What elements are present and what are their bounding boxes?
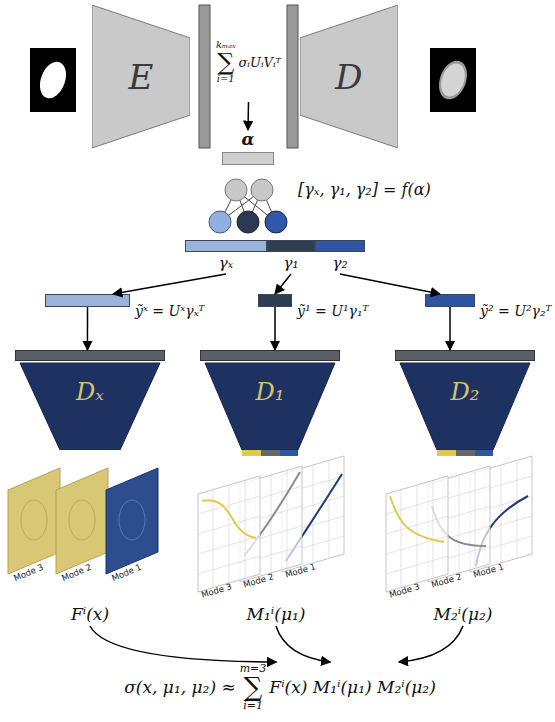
- gamma-name: γ₂: [315, 254, 365, 272]
- encoder-block: E: [92, 5, 190, 148]
- plot-panel: [198, 476, 260, 592]
- decoder-input-bar: [201, 351, 340, 361]
- mode-decoder: Dₓ: [15, 350, 165, 450]
- function-name: M₁ⁱ(μ₁): [247, 604, 306, 624]
- function-name: M₂ⁱ(μ₂): [434, 604, 493, 624]
- trapezoid-shape: [92, 5, 190, 148]
- trapezoid-shape: [20, 363, 160, 450]
- projection-bar: ỹ² = U²γ₂ᵀ: [425, 294, 475, 307]
- mode-function-label: Fⁱ(x): [55, 602, 125, 626]
- sum-symbol: ∑: [217, 50, 234, 74]
- mode-strip: [280, 450, 298, 456]
- sum-limit: m=3: [240, 663, 267, 674]
- latent-code-name: α: [222, 130, 274, 148]
- sum-symbol: ∑: [244, 674, 263, 700]
- mode-strip: [242, 450, 261, 456]
- arrow-connector: [87, 307, 89, 350]
- mode-plot: [198, 476, 260, 592]
- arrow-connector: [275, 274, 291, 294]
- decoder-name: D₂: [395, 378, 535, 406]
- mode-function-label: M₁ⁱ(μ₁): [236, 602, 316, 626]
- gamma-segment-fill: [267, 240, 315, 252]
- spatial-mode-plane: [106, 468, 158, 574]
- function-name: Fⁱ(x): [71, 604, 109, 624]
- block-name: D: [300, 57, 398, 97]
- sum-operator: m=3∑i=1: [240, 663, 267, 711]
- spatial-mode-plane: [56, 468, 108, 574]
- decoder-name: Dₓ: [15, 378, 165, 406]
- trapezoid-shape: [205, 363, 335, 450]
- formula-part: σᵢUᵢVᵢᵀ: [238, 55, 281, 70]
- plot-panel: [386, 476, 448, 592]
- mode-function-label: M₂ⁱ(μ₂): [423, 602, 503, 626]
- input-image: [30, 48, 76, 112]
- gamma-segment-fill: [185, 240, 267, 252]
- decoder-name: D₁: [200, 378, 340, 406]
- projection-equation: ỹ¹ = U¹γ₁ᵀ: [297, 303, 368, 319]
- latent-code-bar-fill: [222, 152, 274, 165]
- gamma-segment: γ₁: [267, 240, 315, 274]
- mode-strip: [437, 450, 456, 456]
- latent-code-bar: α: [222, 130, 274, 166]
- mode-decoder: D₁: [200, 350, 340, 450]
- projection-bar: ỹˣ = Uˣγₓᵀ: [45, 294, 130, 307]
- spatial-mode-plane: [8, 468, 60, 574]
- arrow-connector: [274, 307, 276, 350]
- sum-limit: kₘₐₓ: [216, 40, 236, 50]
- input-shape: [35, 58, 71, 102]
- sum-limit: i=1: [217, 74, 235, 84]
- arrow-connector: [113, 274, 226, 294]
- latent-bar: [199, 5, 210, 148]
- formula-part: Fⁱ(x) M₁ⁱ(μ₁) M₂ⁱ(μ₂): [269, 677, 435, 697]
- reconstruction-formula: σ(x, μ₁, μ₂) ≈m=3∑i=1Fⁱ(x) M₁ⁱ(μ₁) M₂ⁱ(μ…: [100, 662, 460, 712]
- mode-plot: [386, 476, 448, 592]
- formula-part: σ(x, μ₁, μ₂) ≈: [124, 677, 235, 697]
- mode-strip: [261, 450, 280, 456]
- mode-decoder: D₂: [395, 350, 535, 450]
- mode-strip: [456, 450, 475, 456]
- sum-limit: i=1: [243, 700, 263, 711]
- arrow-connector: [340, 274, 440, 294]
- sum-operator: kₘₐₓ∑i=1: [216, 40, 236, 84]
- network-neuron: [225, 179, 247, 201]
- mode-contour: [119, 500, 145, 540]
- gamma-name: γₓ: [185, 254, 267, 272]
- mode-curve: [390, 496, 444, 542]
- trapezoid-shape: [300, 5, 398, 148]
- decoder-input-bar: [396, 351, 535, 361]
- network-neuron: [237, 211, 259, 233]
- network-neuron: [251, 179, 273, 201]
- arrow-connector: [90, 626, 276, 662]
- mode-contour: [69, 500, 95, 540]
- decoder-block: D: [300, 5, 398, 148]
- output-shape: [437, 60, 469, 99]
- gamma-segment: γ₂: [315, 240, 365, 274]
- projection-equation: ỹ² = U²γ₂ᵀ: [480, 303, 551, 319]
- gamma-name: γ₁: [267, 254, 315, 272]
- mode-curve: [202, 500, 256, 538]
- trapezoid-shape: [400, 363, 530, 450]
- gamma-segment-fill: [315, 240, 365, 252]
- network-neuron: [265, 211, 287, 233]
- block-name: E: [92, 57, 190, 97]
- mode-contour: [21, 500, 47, 540]
- latent-bar: [287, 5, 298, 148]
- decoder-input-bar: [16, 351, 165, 361]
- network-neuron: [209, 211, 231, 233]
- output-image: [430, 48, 476, 112]
- arrow-connector: [247, 102, 249, 130]
- mode-strip: [475, 450, 493, 456]
- latent-sum: kₘₐₓ∑i=1σᵢUᵢVᵢᵀ: [211, 22, 286, 102]
- projection-bar: ỹ¹ = U¹γ₁ᵀ: [258, 294, 292, 307]
- arrow-connector: [449, 307, 451, 350]
- arrow-connector: [276, 626, 330, 662]
- arrow-connector: [399, 626, 463, 662]
- output-shape-halo: [434, 57, 472, 103]
- projection-equation: ỹˣ = Uˣγₓᵀ: [135, 303, 205, 319]
- gamma-segment: γₓ: [185, 240, 267, 274]
- formula-label: [γₓ, γ₁, γ₂] = f(α): [298, 180, 431, 199]
